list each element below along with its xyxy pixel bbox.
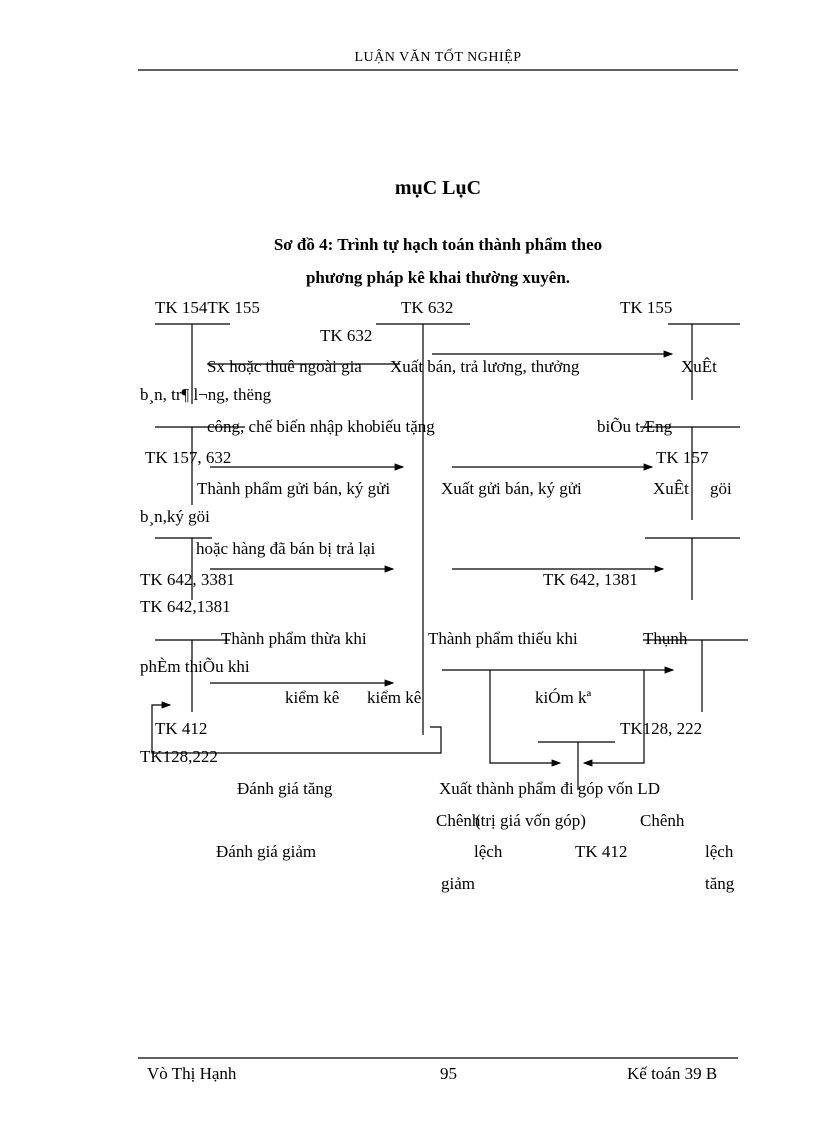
flow-label: göi	[710, 479, 732, 498]
flow-label: Đánh giá tăng	[237, 779, 333, 798]
diagram-title-line2: phương pháp kê khai thường xuyên.	[305, 268, 571, 287]
account-label: TK 154TK 155	[155, 298, 260, 317]
flow-label: lệch	[705, 842, 734, 861]
flow-label: Thành phẩm gửi bán, ký gửi	[197, 479, 391, 498]
flow-label: hoặc hàng đã bán bị trả lại	[196, 539, 376, 558]
flow-label: Xuất gửi bán, ký gửi	[441, 479, 582, 498]
account-label: TK 412	[155, 719, 208, 738]
footer-author: Vò Thị Hạnh	[147, 1064, 237, 1083]
flow-label: b¸n,ký göi	[140, 507, 210, 526]
account-label: TK 157	[656, 448, 709, 467]
flow-label: biếu tặng	[372, 417, 435, 436]
diagram-title-line1: Sơ đồ 4: Trình tự hạch toán thành phẩm t…	[273, 235, 603, 254]
flow-label: kiÓm kª	[535, 688, 592, 707]
flow-label: kiểm kê	[367, 688, 422, 707]
account-label: TK 642,1381	[140, 597, 231, 616]
flow-label: Xuất bán, trả lương, thưởng	[390, 357, 580, 376]
account-label: TK128, 222	[620, 719, 703, 738]
account-label: TK 157, 632	[145, 448, 232, 467]
account-label: TK 642, 3381	[140, 570, 235, 589]
running-header: LUẬN VĂN TỐT NGHIỆP	[354, 50, 522, 65]
flow-label: lệch	[474, 842, 503, 861]
flow-label: giảm	[441, 874, 475, 893]
flow-label: XuÊt	[653, 479, 689, 498]
account-label: TK 155	[620, 298, 673, 317]
account-label: TK 412	[575, 842, 628, 861]
account-label: TK 632	[320, 326, 373, 345]
flow-label: Thành phẩm thừa khi	[221, 629, 367, 648]
flow-label: Thành phẩm thiếu khi	[428, 629, 578, 648]
flow-label: Thụnh	[643, 629, 688, 648]
flow-label: công, chế biến nhập kho	[207, 417, 373, 436]
flow-label: Xuất thành phẩm đi góp vốn LD	[439, 779, 660, 798]
flow-label: XuÊt	[681, 357, 717, 376]
flow-label: Chênh	[640, 811, 685, 830]
flow-label: Chênh	[436, 811, 481, 830]
flow-label: tăng	[705, 874, 735, 893]
flow-label: Đánh giá giảm	[216, 842, 317, 861]
flow-label: biÕu tÆng	[597, 417, 673, 436]
flow-label: b¸n, tr¶ l¬ng, thëng	[140, 385, 272, 404]
footer-class: Kế toán 39 B	[627, 1064, 718, 1083]
flow-label: kiểm kê	[285, 688, 340, 707]
account-label: TK128,222	[140, 747, 218, 766]
flow-label: Sx hoặc thuê ngoài gia	[207, 357, 362, 376]
flow-label: (trị giá vốn góp)	[475, 811, 586, 830]
page-number: 95	[440, 1064, 457, 1083]
flow-label: phÈm thiÕu khi	[140, 657, 250, 676]
account-label: TK 632	[401, 298, 454, 317]
account-label: TK 642, 1381	[543, 570, 638, 589]
page-title: mụC LụC	[394, 177, 482, 199]
